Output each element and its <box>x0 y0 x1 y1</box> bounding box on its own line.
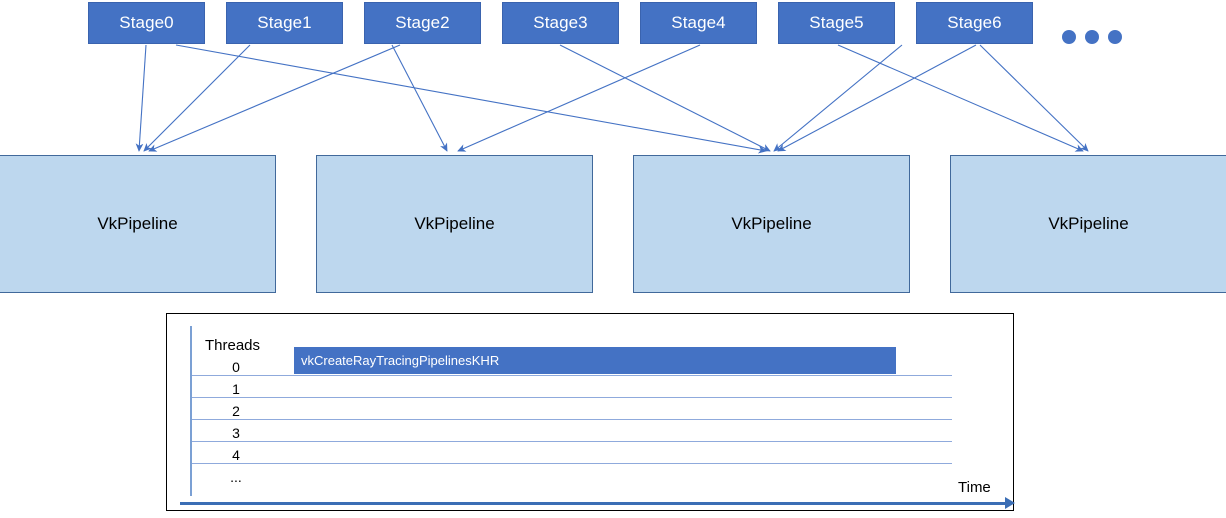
stage-box-5[interactable]: Stage5 <box>778 2 895 44</box>
thread-row-line <box>192 463 952 464</box>
pipeline-box-1[interactable]: VkPipeline <box>0 155 276 293</box>
thread-row-label-4: 4 <box>232 447 240 463</box>
timeline-vertical-axis <box>190 326 192 496</box>
more-stages-ellipsis-icon <box>1062 30 1122 44</box>
thread-row-label-more: ... <box>230 469 242 485</box>
pipeline-label: VkPipeline <box>97 214 178 233</box>
thread-row-line <box>192 419 952 420</box>
stage-box-3[interactable]: Stage3 <box>502 2 619 44</box>
stage-box-6[interactable]: Stage6 <box>916 2 1033 44</box>
ellipsis-dot <box>1108 30 1122 44</box>
stage-label: Stage1 <box>257 13 312 32</box>
thread-timeline-panel: Threads 0 1 2 3 4 ... vkCreateRayTracing… <box>166 313 1015 511</box>
stage-label: Stage6 <box>947 13 1002 32</box>
pipeline-box-4[interactable]: VkPipeline <box>950 155 1226 293</box>
stage-label: Stage2 <box>395 13 450 32</box>
thread-row-line <box>192 375 952 376</box>
ellipsis-dot <box>1085 30 1099 44</box>
stage-box-4[interactable]: Stage4 <box>640 2 757 44</box>
pipeline-box-2[interactable]: VkPipeline <box>316 155 593 293</box>
thread-row-label-0: 0 <box>232 359 240 375</box>
stage-label: Stage4 <box>671 13 726 32</box>
timeline-horizontal-axis <box>180 502 1008 505</box>
timeline-task-bar[interactable]: vkCreateRayTracingPipelinesKHR <box>294 347 896 374</box>
thread-row-label-1: 1 <box>232 381 240 397</box>
stage-box-0[interactable]: Stage0 <box>88 2 205 44</box>
pipeline-label: VkPipeline <box>731 214 812 233</box>
threads-header-label: Threads <box>205 337 261 354</box>
pipeline-box-3[interactable]: VkPipeline <box>633 155 910 293</box>
thread-row-label-3: 3 <box>232 425 240 441</box>
stage-label: Stage0 <box>119 13 174 32</box>
timeline-task-label: vkCreateRayTracingPipelinesKHR <box>301 353 500 368</box>
pipeline-label: VkPipeline <box>414 214 495 233</box>
time-arrow-icon <box>1005 497 1015 509</box>
time-axis-label: Time <box>958 479 991 496</box>
ellipsis-dot <box>1062 30 1076 44</box>
stage-box-1[interactable]: Stage1 <box>226 2 343 44</box>
thread-row-label-2: 2 <box>232 403 240 419</box>
stage-label: Stage5 <box>809 13 864 32</box>
pipeline-label: VkPipeline <box>1048 214 1129 233</box>
stage-box-2[interactable]: Stage2 <box>364 2 481 44</box>
thread-row-line <box>192 397 952 398</box>
thread-row-line <box>192 441 952 442</box>
stage-label: Stage3 <box>533 13 588 32</box>
